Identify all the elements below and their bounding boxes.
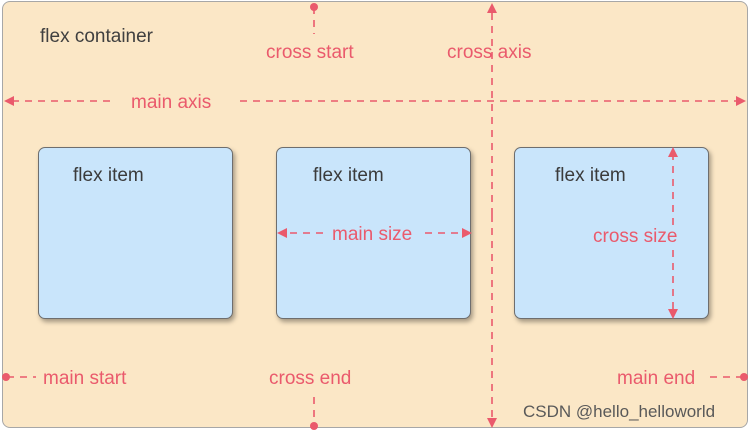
flex-item-label: flex item: [313, 165, 384, 186]
main-axis-label: main axis: [131, 92, 212, 113]
cross-size-label: cross size: [590, 226, 681, 247]
cross-axis-label: cross axis: [447, 42, 532, 63]
watermark: CSDN @hello_helloworld: [523, 402, 716, 421]
cross-size-text: cross size: [590, 226, 681, 247]
cross-end-label: cross end: [269, 368, 352, 389]
main-end-label: main end: [617, 368, 696, 389]
flex-container-label: flex container: [40, 26, 154, 47]
flex-item-label: flex item: [73, 165, 144, 186]
main-size-text: main size: [329, 224, 416, 245]
main-size-label: main size: [329, 224, 416, 245]
main-start-label: main start: [43, 368, 127, 389]
cross-start-label: cross start: [266, 42, 354, 63]
flex-item-1: flex item: [38, 147, 233, 319]
flex-item-label: flex item: [555, 165, 626, 186]
